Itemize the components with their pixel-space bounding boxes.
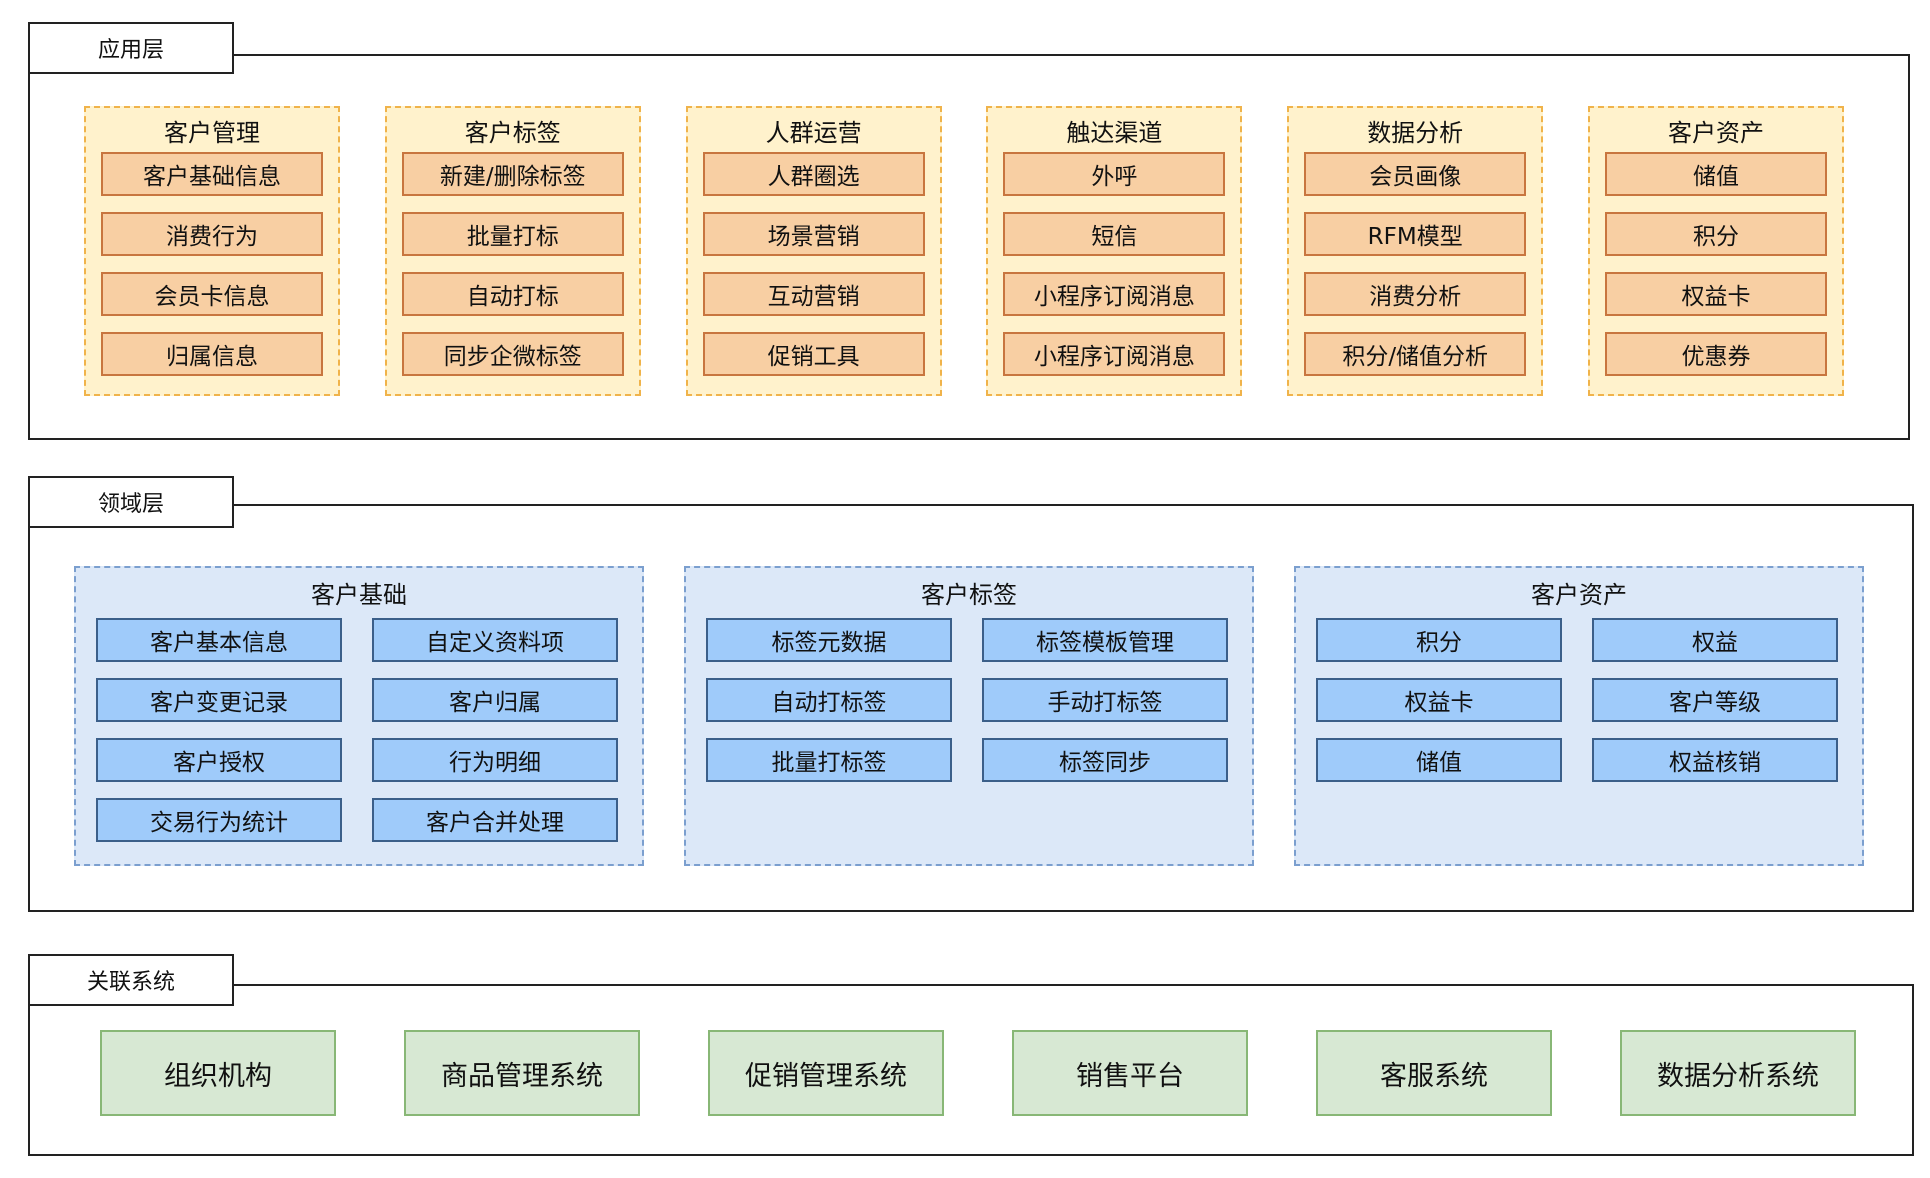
related-systems-panel — [28, 984, 1914, 1156]
domain-layer-label: 领域层 — [28, 476, 234, 528]
app-group-title: 客户管理 — [164, 119, 260, 147]
domain-group: 客户资产积分权益权益卡客户等级储值权益核销 — [1294, 566, 1864, 866]
app-feature-box[interactable]: 互动营销 — [702, 272, 925, 316]
app-feature-box[interactable]: 客户基础信息 — [101, 152, 323, 196]
domain-item-grid: 标签元数据标签模板管理自动打标签手动打标签批量打标签标签同步 — [706, 618, 1232, 782]
domain-group-title: 客户基础 — [311, 581, 407, 609]
related-system-box[interactable]: 销售平台 — [1012, 1030, 1248, 1116]
domain-group: 客户基础客户基本信息自定义资料项客户变更记录客户归属客户授权行为明细交易行为统计… — [74, 566, 644, 866]
app-feature-box[interactable]: 场景营销 — [702, 212, 925, 256]
domain-layer-groups: 客户基础客户基本信息自定义资料项客户变更记录客户归属客户授权行为明细交易行为统计… — [74, 566, 1864, 866]
app-feature-box[interactable]: 积分/储值分析 — [1304, 332, 1527, 376]
app-feature-box[interactable]: 归属信息 — [101, 332, 323, 376]
app-layer-groups: 客户管理客户基础信息消费行为会员卡信息归属信息客户标签新建/删除标签批量打标自动… — [84, 106, 1844, 396]
domain-capability-box[interactable]: 标签元数据 — [706, 618, 952, 662]
app-feature-box[interactable]: 外呼 — [1003, 152, 1226, 196]
domain-capability-box[interactable]: 权益 — [1592, 618, 1838, 662]
domain-capability-box[interactable]: 自定义资料项 — [372, 618, 618, 662]
app-feature-box[interactable]: 自动打标 — [401, 272, 624, 316]
app-feature-box[interactable]: 人群圈选 — [702, 152, 925, 196]
app-feature-box[interactable]: 促销工具 — [702, 332, 925, 376]
domain-capability-box[interactable]: 客户合并处理 — [372, 798, 618, 842]
related-system-box[interactable]: 商品管理系统 — [404, 1030, 640, 1116]
domain-capability-box[interactable]: 客户等级 — [1592, 678, 1838, 722]
app-feature-box[interactable]: RFM模型 — [1304, 212, 1527, 256]
app-feature-box[interactable]: 同步企微标签 — [401, 332, 624, 376]
domain-capability-box[interactable]: 客户归属 — [372, 678, 618, 722]
domain-capability-box[interactable]: 交易行为统计 — [96, 798, 342, 842]
related-system-box[interactable]: 组织机构 — [100, 1030, 336, 1116]
related-systems-label: 关联系统 — [28, 954, 234, 1006]
related-system-box[interactable]: 促销管理系统 — [708, 1030, 944, 1116]
app-feature-box[interactable]: 积分 — [1604, 212, 1827, 256]
domain-capability-box[interactable]: 自动打标签 — [706, 678, 952, 722]
app-group: 客户管理客户基础信息消费行为会员卡信息归属信息 — [84, 106, 340, 396]
app-group: 人群运营人群圈选场景营销互动营销促销工具 — [685, 106, 942, 396]
app-group-title: 人群运营 — [765, 119, 862, 147]
app-feature-box[interactable]: 新建/删除标签 — [401, 152, 624, 196]
domain-capability-box[interactable]: 标签同步 — [982, 738, 1228, 782]
app-feature-box[interactable]: 储值 — [1604, 152, 1827, 196]
domain-group: 客户标签标签元数据标签模板管理自动打标签手动打标签批量打标签标签同步 — [684, 566, 1254, 866]
domain-item-grid: 积分权益权益卡客户等级储值权益核销 — [1316, 618, 1842, 782]
domain-capability-box[interactable]: 行为明细 — [372, 738, 618, 782]
app-feature-box[interactable]: 小程序订阅消息 — [1003, 272, 1226, 316]
app-group-title: 数据分析 — [1367, 119, 1464, 147]
app-feature-box[interactable]: 会员画像 — [1304, 152, 1527, 196]
domain-capability-box[interactable]: 手动打标签 — [982, 678, 1228, 722]
domain-group-title: 客户标签 — [921, 581, 1017, 609]
app-feature-box[interactable]: 消费行为 — [101, 212, 323, 256]
domain-capability-box[interactable]: 客户变更记录 — [96, 678, 342, 722]
domain-capability-box[interactable]: 客户基本信息 — [96, 618, 342, 662]
app-group-title: 客户标签 — [464, 119, 561, 147]
domain-capability-box[interactable]: 积分 — [1316, 618, 1562, 662]
domain-capability-box[interactable]: 权益卡 — [1316, 678, 1562, 722]
app-feature-box[interactable]: 优惠券 — [1604, 332, 1827, 376]
related-systems-list: 组织机构商品管理系统促销管理系统销售平台客服系统数据分析系统 — [100, 1030, 1856, 1116]
domain-capability-box[interactable]: 储值 — [1316, 738, 1562, 782]
app-feature-box[interactable]: 小程序订阅消息 — [1003, 332, 1226, 376]
domain-item-grid: 客户基本信息自定义资料项客户变更记录客户归属客户授权行为明细交易行为统计客户合并… — [96, 618, 622, 842]
domain-capability-box[interactable]: 标签模板管理 — [982, 618, 1228, 662]
domain-capability-box[interactable]: 客户授权 — [96, 738, 342, 782]
app-layer-label: 应用层 — [28, 22, 234, 74]
app-group: 客户资产储值积分权益卡优惠券 — [1587, 106, 1844, 396]
domain-capability-box[interactable]: 权益核销 — [1592, 738, 1838, 782]
domain-group-title: 客户资产 — [1531, 581, 1627, 609]
app-group: 数据分析会员画像 RFM模型消费分析积分/储值分析 — [1287, 106, 1544, 396]
app-feature-box[interactable]: 批量打标 — [401, 212, 624, 256]
app-feature-box[interactable]: 权益卡 — [1604, 272, 1827, 316]
app-feature-box[interactable]: 消费分析 — [1304, 272, 1527, 316]
app-feature-box[interactable]: 短信 — [1003, 212, 1226, 256]
app-group: 客户标签新建/删除标签批量打标自动打标同步企微标签 — [384, 106, 641, 396]
related-system-box[interactable]: 客服系统 — [1316, 1030, 1552, 1116]
app-group-title: 客户资产 — [1667, 119, 1764, 147]
related-system-box[interactable]: 数据分析系统 — [1620, 1030, 1856, 1116]
app-feature-box[interactable]: 会员卡信息 — [101, 272, 323, 316]
app-group: 触达渠道外呼短信小程序订阅消息小程序订阅消息 — [986, 106, 1243, 396]
domain-capability-box[interactable]: 批量打标签 — [706, 738, 952, 782]
app-group-title: 触达渠道 — [1066, 119, 1163, 147]
